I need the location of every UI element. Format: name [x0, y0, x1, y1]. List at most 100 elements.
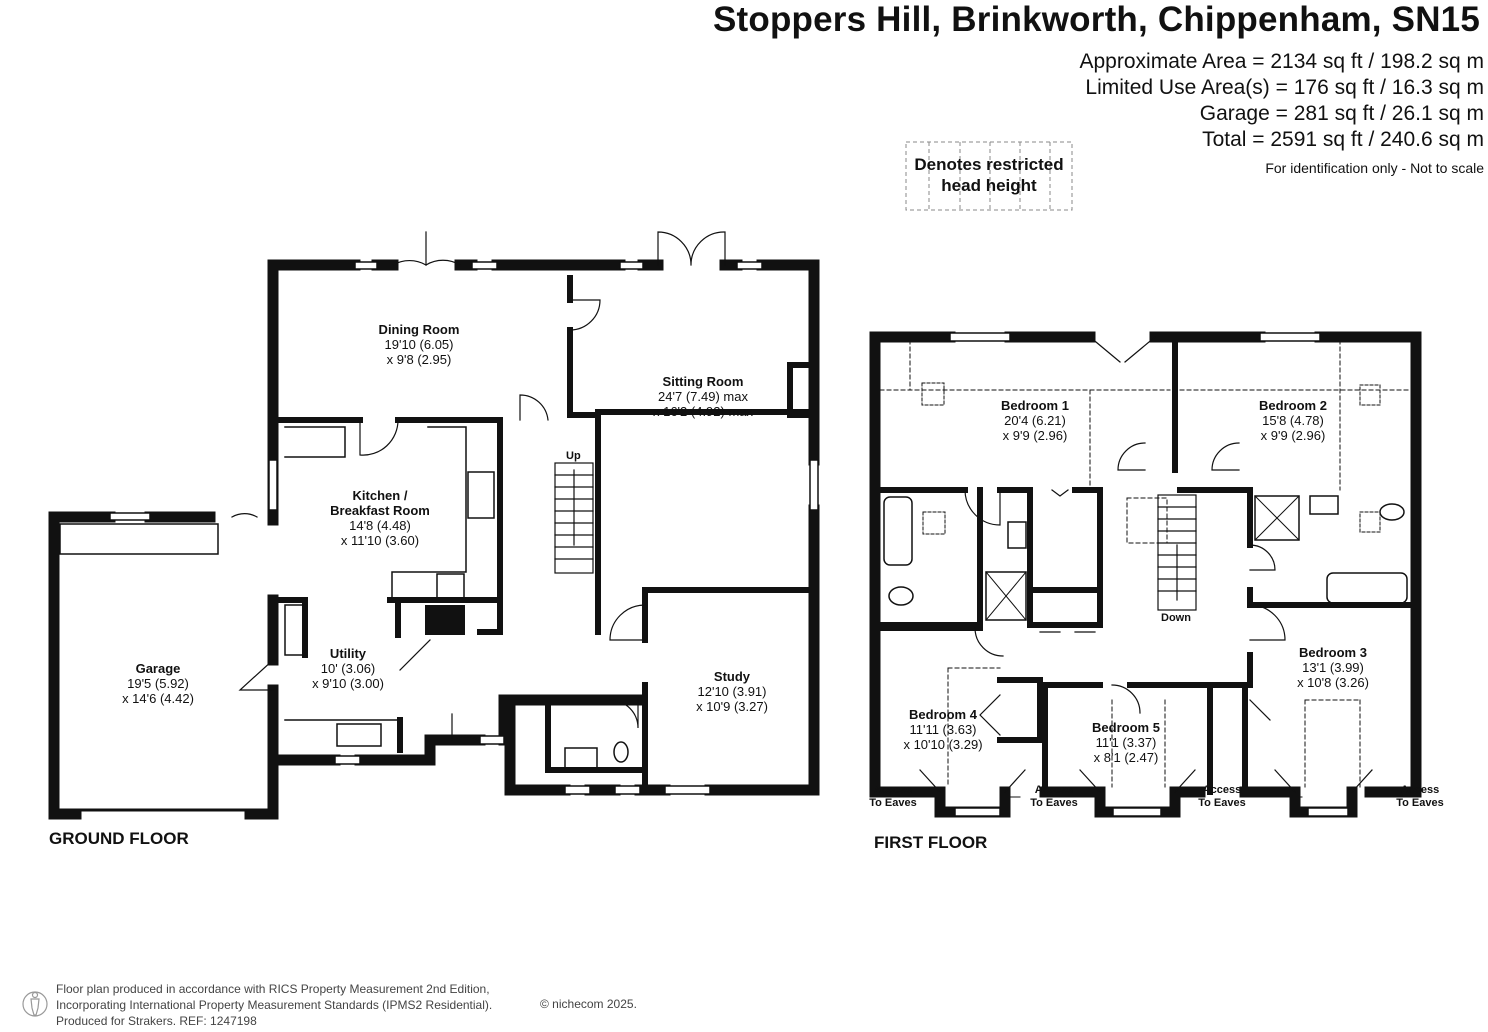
person-scale-icon [22, 991, 48, 1017]
first-floor-outer-walls [869, 331, 1422, 818]
room-dim: 11'1 (3.37) [1095, 735, 1157, 750]
room-dim: 13'1 (3.99) [1302, 660, 1364, 675]
room-dim: 11'11 (3.63) [909, 722, 977, 737]
room-utility: Utility 10' (3.06) x 9'10 (3.00) [312, 646, 384, 691]
area-total: Total = 2591 sq ft / 240.6 sq m [1202, 128, 1484, 151]
room-name: Breakfast Room [330, 503, 430, 518]
footer-note: Floor plan produced in accordance with R… [56, 981, 492, 1029]
room-name: Kitchen / [352, 488, 408, 503]
bath-2 [1326, 572, 1408, 604]
room-bedroom-2: Bedroom 2 15'8 (4.78) x 9'9 (2.96) [1259, 398, 1327, 443]
windows-first [949, 332, 1349, 817]
shower-2 [1254, 495, 1300, 541]
legend-line-1: Denotes restricted [914, 155, 1064, 174]
identification-note: For identification only - Not to scale [1265, 160, 1484, 176]
room-sitting: Sitting Room 24'7 (7.49) max x 16'2 (4.9… [653, 374, 753, 419]
sitting-fireplace [787, 362, 817, 418]
eaves-line: Access [1034, 784, 1074, 796]
restricted-height-lines [879, 339, 1411, 788]
restricted-height-legend-box [905, 141, 1073, 211]
area-limited-use: Limited Use Area(s) = 176 sq ft / 16.3 s… [1085, 76, 1484, 99]
room-name: Dining Room [378, 322, 460, 337]
room-study: Study 12'10 (3.91) x 10'9 (3.27) [696, 669, 768, 714]
room-dim: x 16'2 (4.92) max [652, 404, 754, 419]
eaves-access-label: Access To Eaves [1396, 784, 1444, 810]
room-dim: x 10'8 (3.26) [1297, 675, 1369, 690]
legend-line-2: head height [941, 176, 1037, 195]
room-name: Study [713, 669, 751, 684]
main-house-walls [267, 259, 820, 796]
stairs-down-label: Down [1161, 612, 1191, 624]
hob [436, 573, 465, 599]
footer-line: Produced for Strakers. REF: 1247198 [56, 1014, 257, 1028]
room-name: Bedroom 4 [909, 707, 977, 722]
room-dim: x 10'10 (3.29) [903, 737, 983, 752]
room-dim: x 9'10 (3.00) [312, 676, 384, 691]
door-arcs-first [919, 336, 1373, 793]
footer-line: Incorporating International Property Mea… [56, 998, 493, 1012]
room-name: Bedroom 3 [1299, 645, 1367, 660]
room-name: Garage [135, 661, 181, 676]
eaves-access-label: Access To Eaves [869, 784, 917, 810]
door-arcs-ground [231, 231, 726, 741]
eaves-line: To Eaves [1198, 797, 1246, 809]
room-dining: Dining Room 19'10 (6.05) x 9'8 (2.95) [379, 322, 460, 367]
first-floor-label: FIRST FLOOR [874, 833, 988, 852]
stairs-first [1157, 494, 1197, 611]
room-garage: Garage 19'5 (5.92) x 14'6 (4.42) [122, 661, 194, 706]
area-garage: Garage = 281 sq ft / 26.1 sq m [1199, 102, 1484, 125]
room-dim: x 11'10 (3.60) [340, 533, 420, 548]
area-summary: Approximate Area = 2134 sq ft / 198.2 sq… [1080, 49, 1485, 153]
property-title: Stoppers Hill, Brinkworth, Chippenham, S… [712, 0, 1480, 39]
room-dim: 10' (3.06) [320, 661, 376, 676]
room-dim: x 9'8 (2.95) [386, 352, 452, 367]
room-dim: 19'5 (5.92) [127, 676, 189, 691]
stairs-ground [554, 462, 594, 574]
room-name: Bedroom 2 [1259, 398, 1327, 413]
room-dim: x 9'9 (2.96) [1260, 428, 1326, 443]
room-bedroom-4: Bedroom 4 11'11 (3.63) x 10'10 (3.29) [903, 707, 982, 752]
room-name: Utility [329, 646, 367, 661]
first-floor-interior-walls [877, 334, 1413, 795]
room-bedroom-5: Bedroom 5 11'1 (3.37) x 8'1 (2.47) [1092, 720, 1160, 765]
room-dim: 20'4 (6.21) [1004, 413, 1066, 428]
eaves-line: Access [1400, 784, 1440, 796]
room-name: Bedroom 5 [1092, 720, 1160, 735]
footer-line: Floor plan produced in accordance with R… [56, 982, 490, 996]
room-dim: x 9'9 (2.96) [1002, 428, 1068, 443]
room-name: Sitting Room [662, 374, 744, 389]
copyright: © nichecom 2025. [540, 997, 637, 1011]
eaves-line: Access [873, 784, 913, 796]
room-bedroom-3: Bedroom 3 13'1 (3.99) x 10'8 (3.26) [1297, 645, 1369, 690]
room-bedroom-1: Bedroom 1 20'4 (6.21) x 9'9 (2.96) [1001, 398, 1069, 443]
shower-1 [985, 571, 1027, 621]
stairs-up-label: Up [566, 450, 581, 462]
kitchen-sink [467, 471, 495, 519]
room-dim: 19'10 (6.05) [384, 337, 454, 352]
ground-interior-walls [270, 275, 817, 793]
eaves-line: To Eaves [1396, 797, 1444, 809]
eaves-line: To Eaves [869, 797, 917, 809]
room-name: Bedroom 1 [1001, 398, 1069, 413]
room-dim: x 10'9 (3.27) [696, 699, 768, 714]
room-kitchen: Kitchen / Breakfast Room 14'8 (4.48) x 1… [330, 488, 430, 548]
area-approximate: Approximate Area = 2134 sq ft / 198.2 sq… [1079, 50, 1485, 73]
eaves-access-label: Access To Eaves [1030, 784, 1078, 810]
room-dim: 15'8 (4.78) [1262, 413, 1324, 428]
chimney-ground [425, 605, 465, 635]
eaves-line: Access [1202, 784, 1242, 796]
room-dim: x 8'1 (2.47) [1093, 750, 1159, 765]
bath-ensuite-1 [883, 496, 913, 566]
eaves-line: To Eaves [1030, 797, 1078, 809]
room-dim: x 14'6 (4.42) [122, 691, 194, 706]
room-dim: 24'7 (7.49) max [658, 389, 748, 404]
garage-worktop [59, 523, 219, 555]
ground-floor-label: GROUND FLOOR [49, 829, 189, 848]
eaves-access-label: Access To Eaves [1198, 784, 1246, 810]
restricted-height-legend: Denotes restricted head height [905, 154, 1073, 196]
utility-sink [336, 723, 382, 747]
windows-ground [109, 261, 819, 795]
skylights [921, 382, 1381, 535]
room-dim: 12'10 (3.91) [697, 684, 767, 699]
